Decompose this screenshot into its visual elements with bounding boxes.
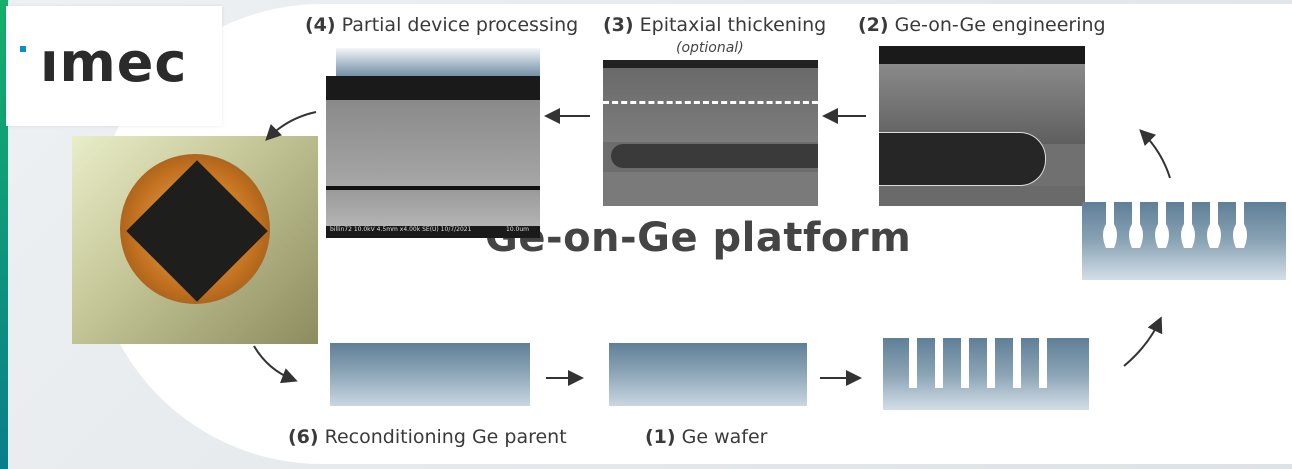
step-1-number: (1) <box>645 426 676 448</box>
step-4-sem-image: billin72 10.0kV 4.5mm x4.00k SE(U) 10/7/… <box>326 76 540 238</box>
device-layer-stack <box>336 48 540 78</box>
imec-logo: ımec <box>6 6 222 126</box>
trenched-wafer <box>883 338 1089 410</box>
step-3-label: (3) Epitaxial thickening <box>603 14 826 36</box>
step-4-number: (4) <box>305 14 336 36</box>
step-3-text: Epitaxial thickening <box>639 14 827 36</box>
arrow-trench-up <box>1123 316 1163 367</box>
step-2-text: Ge-on-Ge engineering <box>894 14 1106 36</box>
step-4-text: Partial device processing <box>341 14 579 36</box>
wafer-step-1 <box>609 343 807 406</box>
arrow-4-to-5 <box>265 111 317 141</box>
arrow-5-to-6 <box>253 345 298 384</box>
step-6-text: Reconditioning Ge parent <box>324 426 567 448</box>
step-2-sem-image <box>879 46 1085 206</box>
wafer-photo <box>72 136 318 344</box>
sem-caption: billin72 10.0kV 4.5mm x4.00k SE(U) 10/7/… <box>330 226 472 233</box>
logo-text: ımec <box>40 31 188 94</box>
step-6-number: (6) <box>288 426 319 448</box>
step-4-label: (4) Partial device processing <box>305 14 578 36</box>
step-2-label: (2) Ge-on-Ge engineering <box>858 14 1106 36</box>
wafer-step-6 <box>330 343 530 406</box>
sem-scale: 10.0um <box>506 226 530 233</box>
step-1-text: Ge wafer <box>681 426 768 448</box>
diagram-title: Ge-on-Ge platform <box>485 215 912 261</box>
engineered-wafer <box>1082 202 1286 280</box>
thickening-line <box>603 101 818 104</box>
step-3-note: (optional) <box>676 40 744 56</box>
step-6-label: (6) Reconditioning Ge parent <box>288 426 567 448</box>
accent-edge <box>0 0 8 469</box>
step-2-number: (2) <box>858 14 889 36</box>
logo-dot <box>20 46 26 52</box>
step-1-label: (1) Ge wafer <box>645 426 767 448</box>
step-3-number: (3) <box>603 14 634 36</box>
step-3-sem-image <box>603 60 818 206</box>
arrow-up-to-2 <box>1139 129 1171 179</box>
